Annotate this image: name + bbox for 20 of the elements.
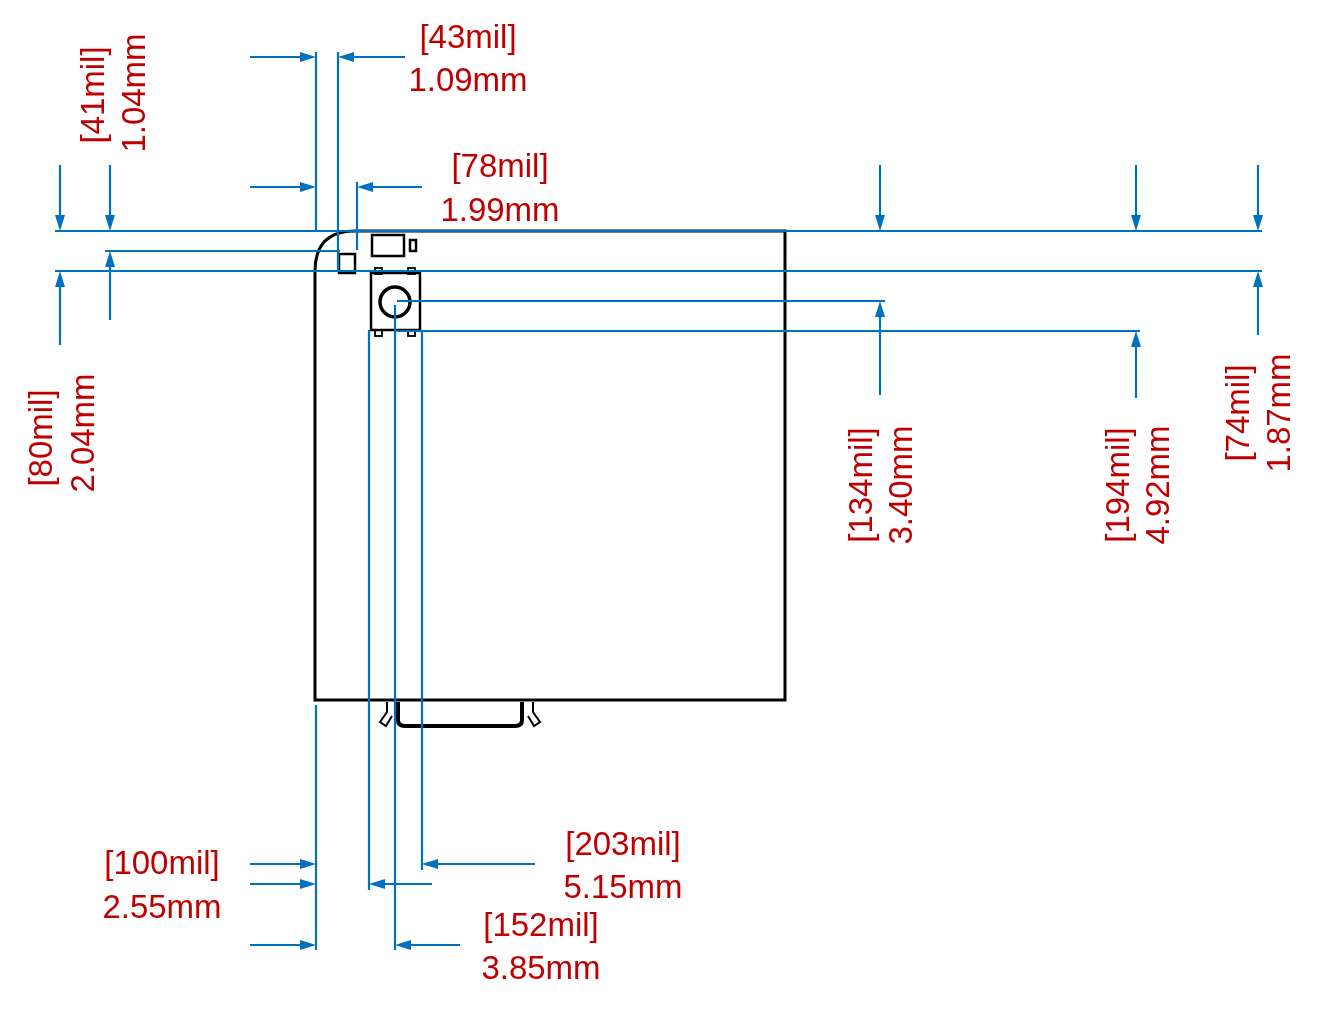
dimension-label: 3.40mm — [883, 425, 917, 545]
dimension-label: [203mil] — [565, 826, 681, 860]
dimension-label: 1.09mm — [408, 62, 528, 96]
dimension-label: [152mil] — [483, 907, 599, 941]
dimension-label: [78mil] — [451, 148, 549, 182]
dimension-label: [194mil] — [1100, 427, 1134, 543]
dimension-label: 5.15mm — [563, 869, 683, 903]
dimension-label: 2.55mm — [102, 889, 222, 923]
dimension-label: [100mil] — [104, 845, 220, 879]
dimension-label: 1.04mm — [116, 33, 150, 153]
dimension-label: 1.99mm — [440, 192, 560, 226]
dimension-label: [134mil] — [843, 427, 877, 543]
dimension-label: [41mil] — [75, 46, 109, 144]
dimension-label: 4.92mm — [1140, 425, 1174, 545]
dimension-label: 3.85mm — [481, 950, 601, 984]
dimension-label: [43mil] — [419, 19, 517, 53]
dimension-label: 2.04mm — [65, 373, 99, 493]
dimension-label: [74mil] — [1220, 364, 1254, 462]
dimension-label: [80mil] — [23, 389, 57, 487]
dimension-label: 1.87mm — [1261, 353, 1295, 473]
